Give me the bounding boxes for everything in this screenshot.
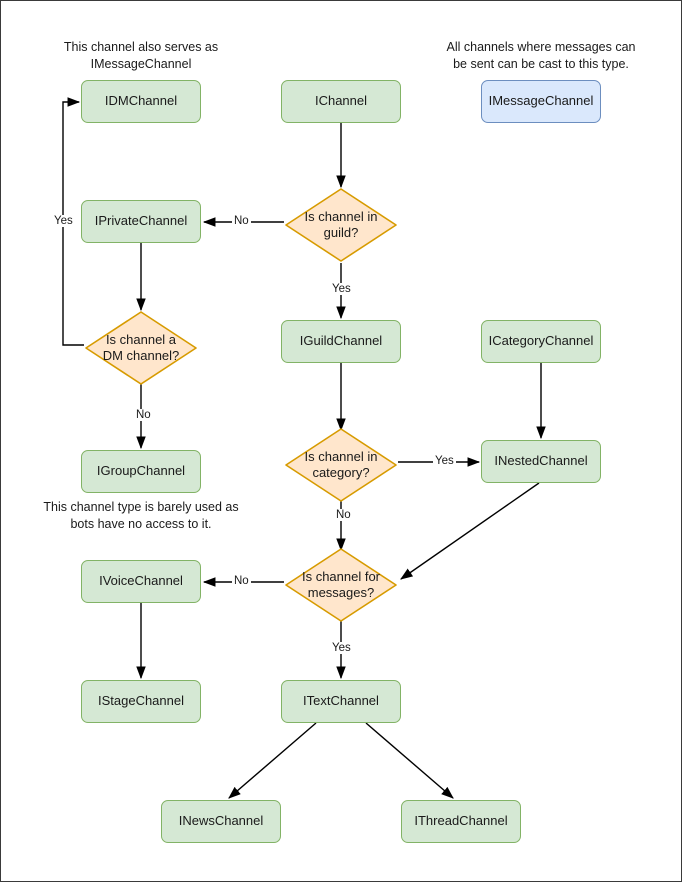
edge-label-dm-no: No — [134, 409, 153, 421]
decision-is-channel-in-category[interactable]: Is channel in category? — [284, 427, 398, 503]
edge-itextchannel-to-inewschannel — [228, 722, 317, 799]
node-iguildchannel[interactable]: IGuildChannel — [281, 320, 401, 363]
edge-label-dm-yes: Yes — [52, 215, 75, 227]
node-icategorychannel[interactable]: ICategoryChannel — [481, 320, 601, 363]
diamond-shape — [285, 188, 397, 262]
edge-label-messages-yes: Yes — [330, 642, 353, 654]
node-inestedchannel[interactable]: INestedChannel — [481, 440, 601, 483]
decision-is-channel-for-messages[interactable]: Is channel for messages? — [284, 547, 398, 623]
diamond-shape — [285, 548, 397, 622]
node-imessagechannel[interactable]: IMessageChannel — [481, 80, 601, 123]
node-ichannel[interactable]: IChannel — [281, 80, 401, 123]
note-message-channel: All channels where messages can be sent … — [446, 40, 636, 71]
note-dm-channel: This channel also serves as IMessageChan… — [63, 40, 219, 71]
edge-itextchannel-to-ithreadchannel — [365, 722, 454, 799]
node-ivoicechannel[interactable]: IVoiceChannel — [81, 560, 201, 603]
diamond-shape — [85, 311, 197, 385]
node-igroupchannel[interactable]: IGroupChannel — [81, 450, 201, 493]
node-ithreadchannel[interactable]: IThreadChannel — [401, 800, 521, 843]
node-itextchannel[interactable]: ITextChannel — [281, 680, 401, 723]
node-istagechannel[interactable]: IStageChannel — [81, 680, 201, 723]
node-inewschannel[interactable]: INewsChannel — [161, 800, 281, 843]
node-idmchannel[interactable]: IDMChannel — [81, 80, 201, 123]
decision-is-channel-in-guild[interactable]: Is channel in guild? — [284, 187, 398, 263]
edge-label-category-no: No — [334, 509, 353, 521]
node-iprivatechannel[interactable]: IPrivateChannel — [81, 200, 201, 243]
edge-label-category-yes: Yes — [433, 455, 456, 467]
note-group-channel: This channel type is barely used as bots… — [43, 500, 239, 531]
edge-label-guild-no: No — [232, 215, 251, 227]
edge-inestedchannel-to-formessages — [400, 482, 540, 580]
edge-label-messages-no: No — [232, 575, 251, 587]
diamond-shape — [285, 428, 397, 502]
decision-is-channel-a-dm-channel[interactable]: Is channel a DM channel? — [84, 310, 198, 386]
edge-label-guild-yes: Yes — [330, 283, 353, 295]
